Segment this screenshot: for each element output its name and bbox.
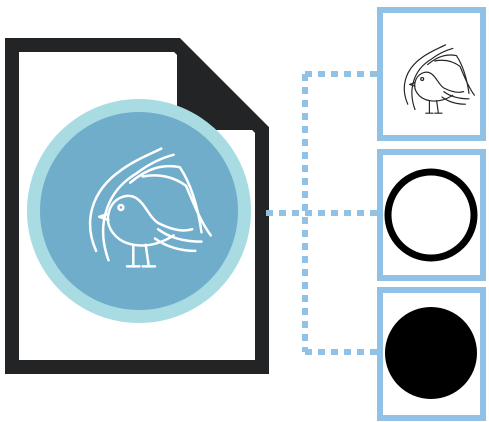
- layer-preview-outline: [377, 149, 486, 281]
- circle-outline-icon: [384, 168, 478, 262]
- circle-filled-icon: [385, 307, 477, 399]
- document-corner-fold: [177, 45, 262, 130]
- layer-previews: [377, 7, 486, 421]
- layer-preview-fill: [377, 287, 486, 421]
- layer-preview-line-art: [377, 7, 486, 141]
- badge-inner-disc: [40, 112, 238, 310]
- bird-logo-badge-icon: [27, 99, 251, 323]
- layer-connectors: [266, 71, 382, 355]
